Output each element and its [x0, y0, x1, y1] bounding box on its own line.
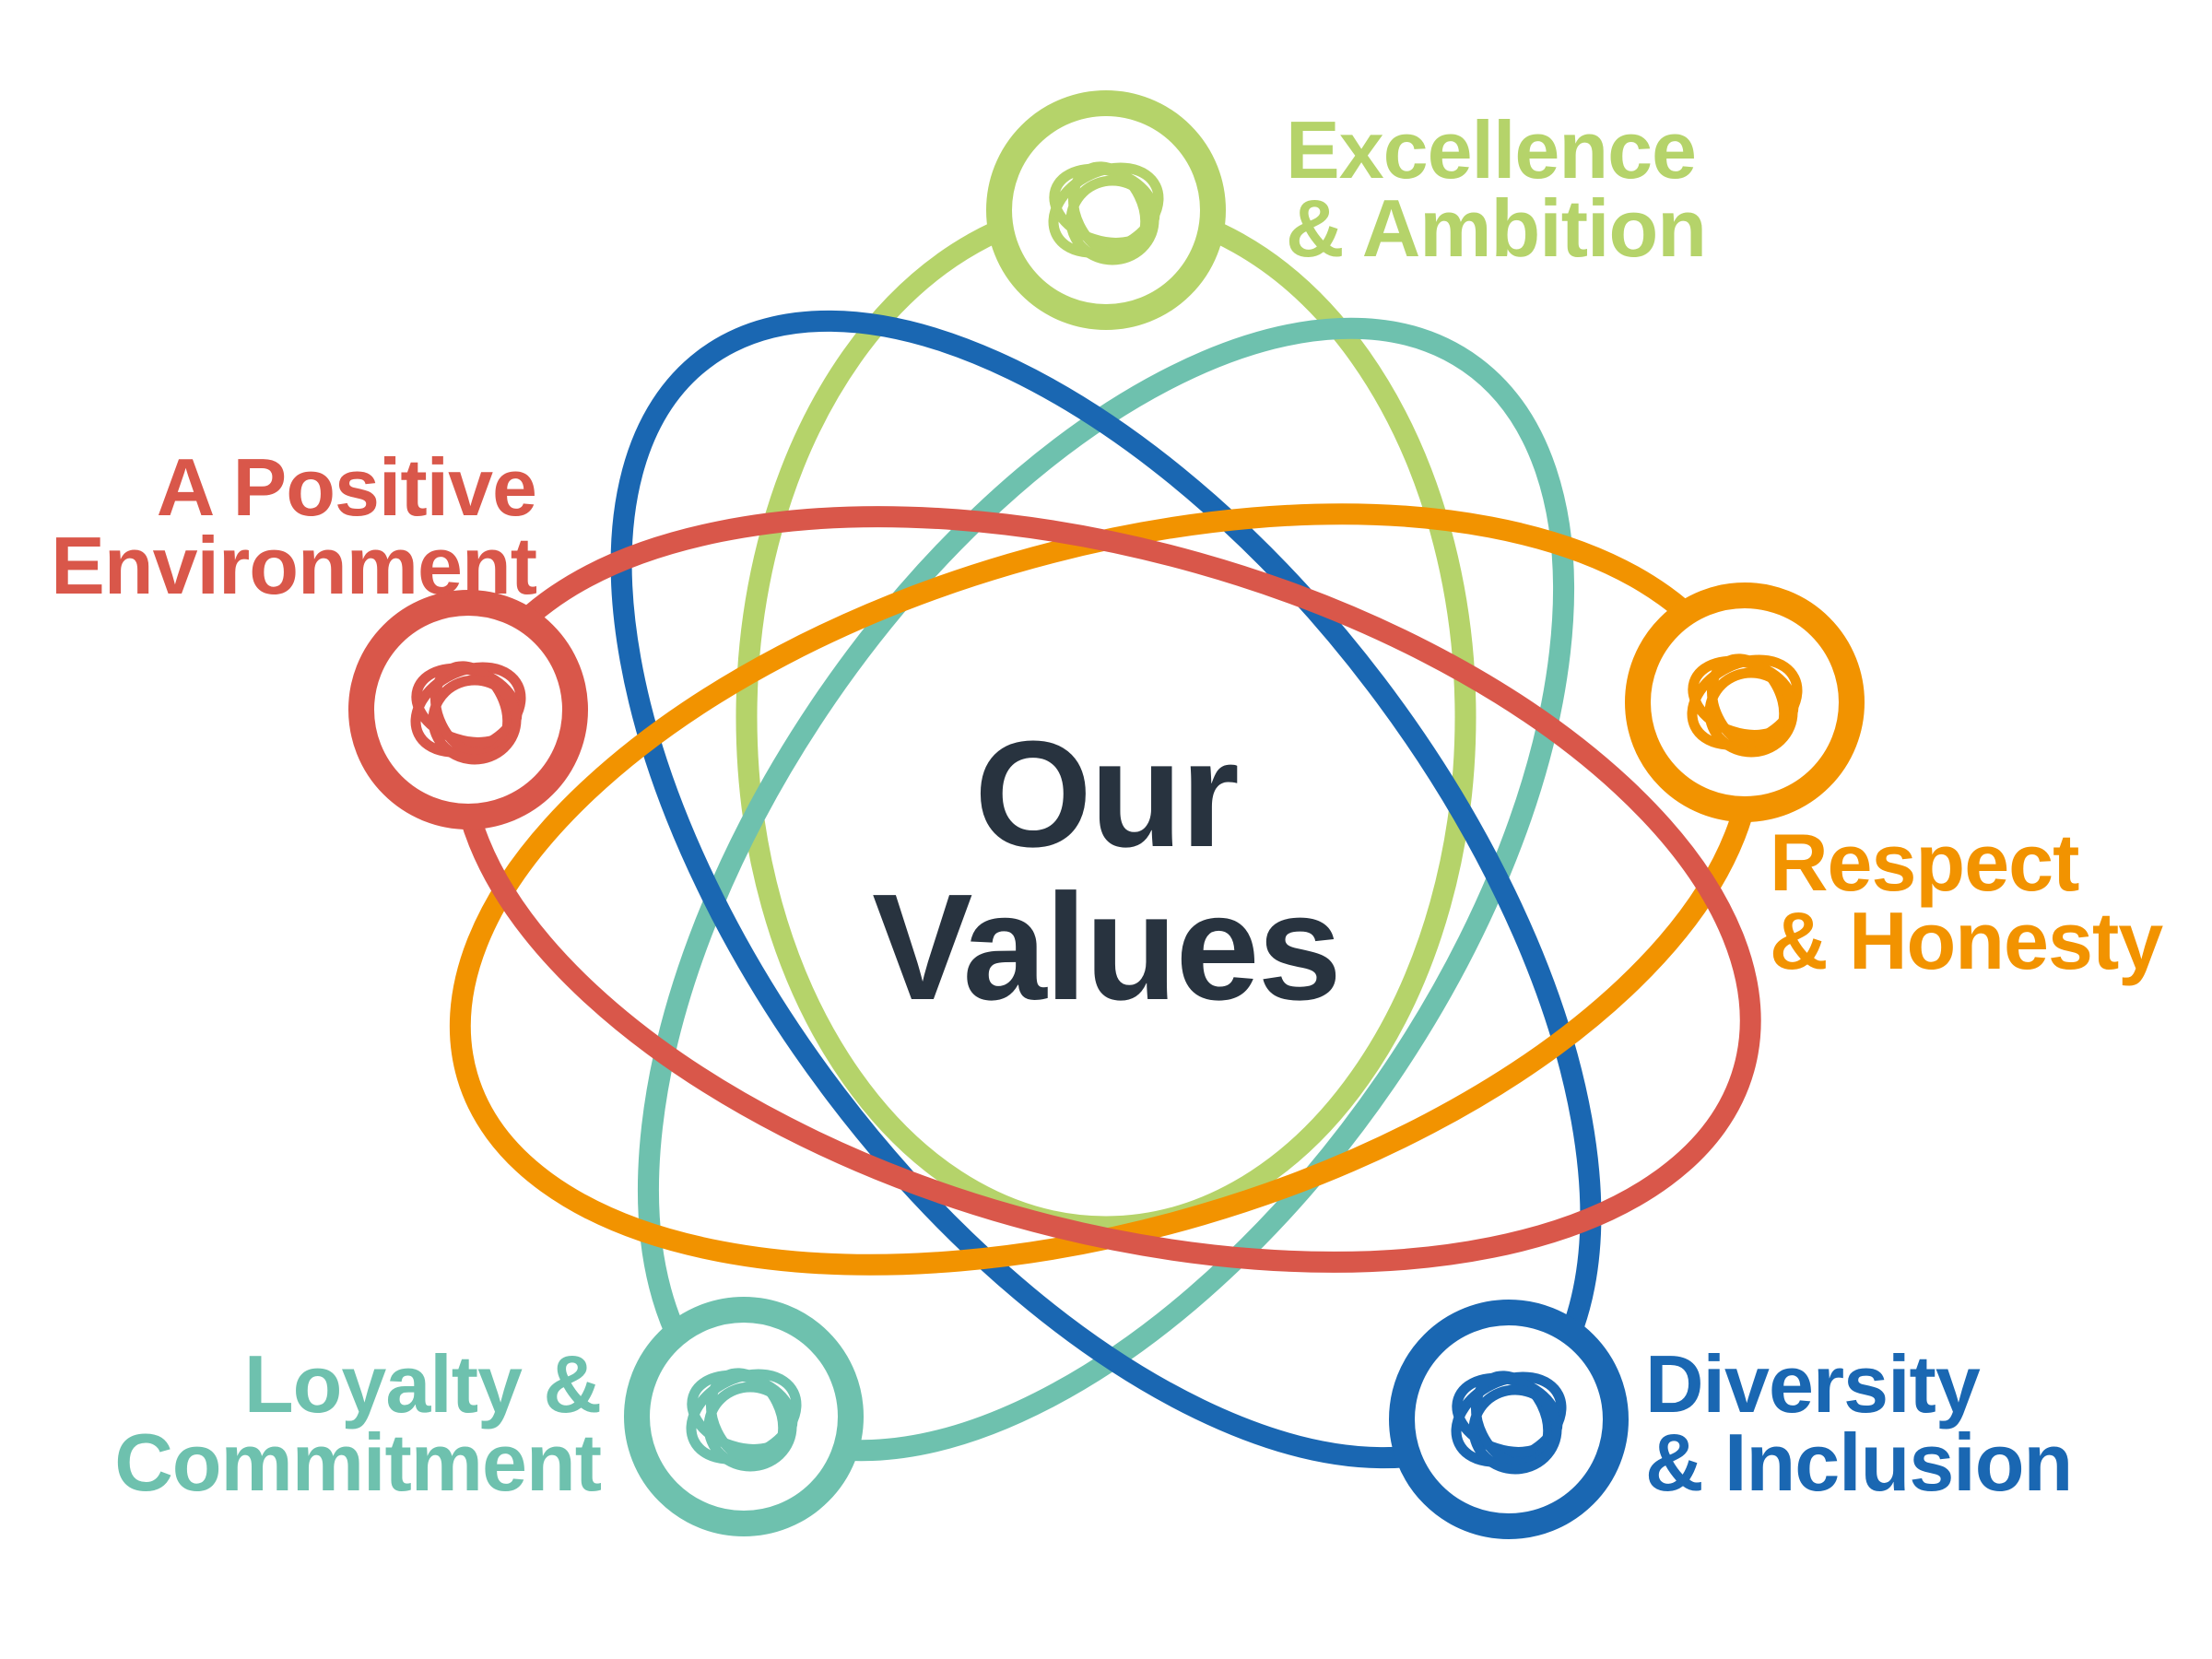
value-label-line: & Honesty: [1770, 895, 2163, 987]
node-loyalty-commitment: [624, 1297, 864, 1536]
value-label-excellence-ambition: Excellence & Ambition: [1286, 104, 1707, 275]
value-label-loyalty-commitment: Loyalty & Commitment: [114, 1338, 602, 1509]
node-ring: [1389, 1300, 1629, 1539]
center-title: Our Values: [0, 718, 2212, 1023]
node-ring: [624, 1297, 864, 1536]
value-label-diversity-inclusion: Diversity & Inclusion: [1645, 1338, 2073, 1509]
node-excellence-ambition: [986, 90, 1226, 330]
value-label-line: & Inclusion: [1645, 1417, 2073, 1509]
value-label-line: Loyalty &: [243, 1338, 602, 1430]
value-label-line: Excellence: [1286, 104, 1697, 195]
node-ring: [348, 590, 588, 830]
value-label-line: A Positive: [156, 441, 537, 533]
node-positive-environment: [348, 590, 588, 830]
center-title-line2: Values: [872, 862, 1342, 1031]
value-label-line: Environment: [51, 520, 537, 612]
node-respect-honesty: [1625, 582, 1865, 822]
node-diversity-inclusion: [1389, 1300, 1629, 1539]
node-ring: [986, 90, 1226, 330]
value-label-line: Commitment: [114, 1417, 602, 1509]
value-label-line: & Ambition: [1286, 182, 1707, 275]
value-label-line: Diversity: [1645, 1338, 1981, 1430]
node-ring: [1625, 582, 1865, 822]
value-label-respect-honesty: Respect & Honesty: [1770, 817, 2163, 987]
center-title-line1: Our: [974, 710, 1240, 878]
value-label-line: Respect: [1770, 817, 2079, 908]
value-label-positive-environment: A Positive Environment: [51, 441, 537, 612]
